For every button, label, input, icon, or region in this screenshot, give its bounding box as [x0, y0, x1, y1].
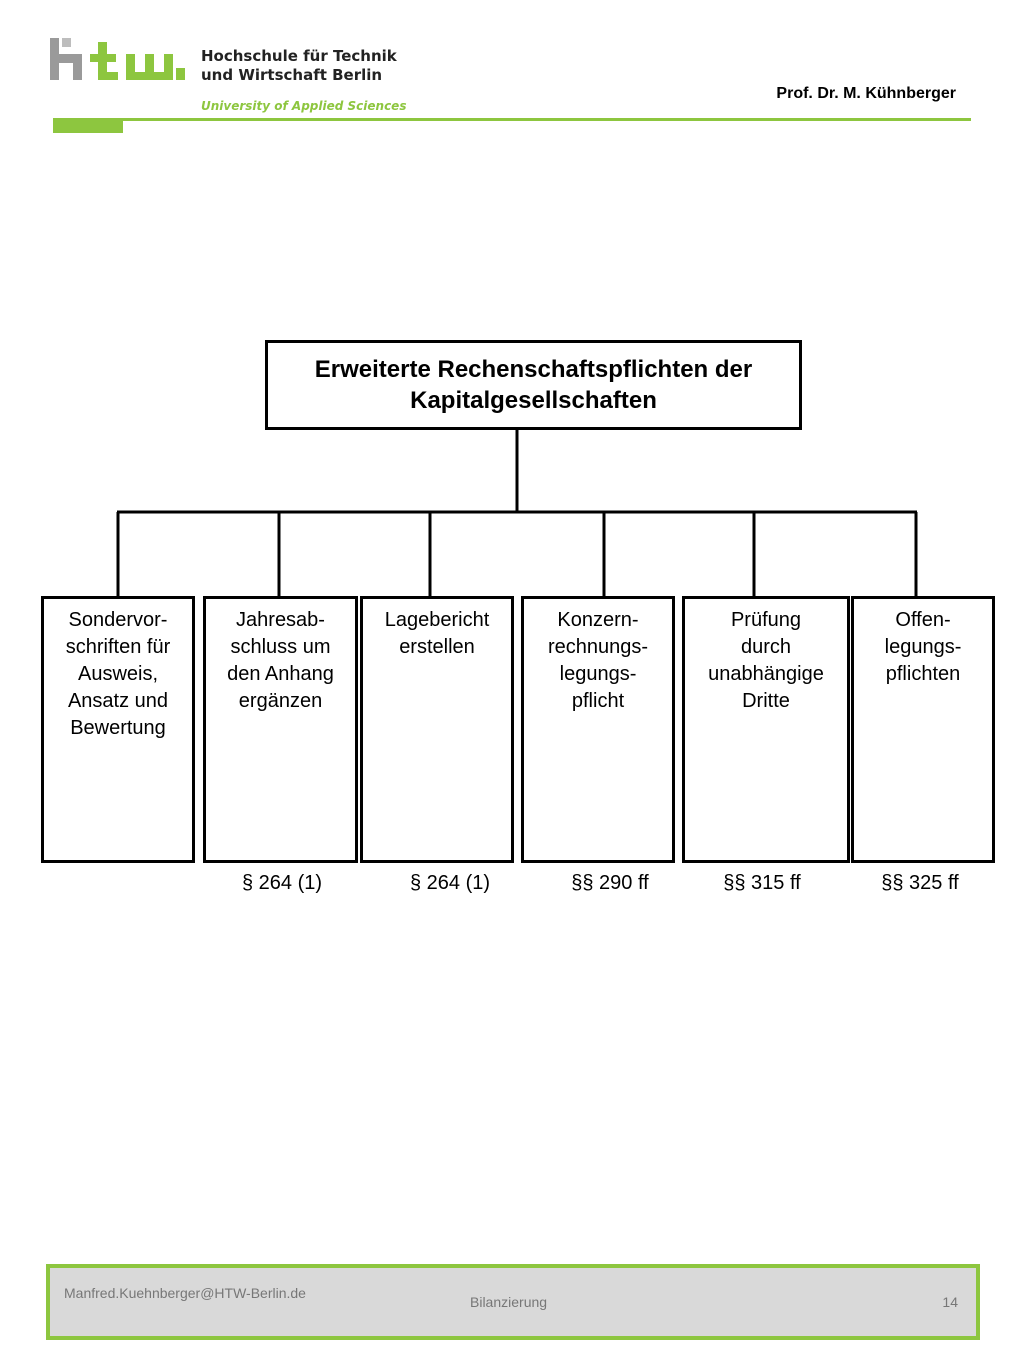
- child-text-line: pflichten: [885, 663, 961, 685]
- child-text-line: ergänzen: [238, 690, 323, 712]
- institution-name-line1: Hochschule für Technik: [201, 47, 397, 65]
- reference-pruefung: §§ 315 ff: [723, 872, 801, 894]
- child-box-pruefung: Prüfung durch unabhängige Dritte: [682, 596, 850, 863]
- child-text-line: den Anhang: [227, 663, 334, 685]
- child-text-line: Jahresab-: [236, 609, 325, 631]
- child-text-line: legungs-: [559, 663, 637, 685]
- child-text-line: schluss um: [230, 636, 331, 658]
- child-text-line: legungs-: [884, 636, 962, 658]
- child-text-line: Konzern-: [557, 609, 639, 631]
- child-text-line: rechnungs-: [547, 636, 649, 658]
- child-text-line: Prüfung: [730, 609, 802, 631]
- child-box-offenlegung: Offen- legungs- pflichten: [851, 596, 995, 863]
- child-text-line: unabhängige: [708, 663, 824, 685]
- root-title-line2: Kapitalgesellschaften: [410, 387, 657, 414]
- footer-title: Bilanzierung: [470, 1294, 548, 1310]
- child-text-line: Sondervor-: [68, 609, 168, 631]
- htw-logo-icon: [50, 38, 185, 80]
- institution-name-line2: und Wirtschaft Berlin: [201, 66, 383, 84]
- footer-page-number: 14: [942, 1294, 958, 1310]
- child-text-line: Offen-: [895, 609, 951, 631]
- child-text-line: durch: [740, 636, 792, 658]
- child-text-line: erstellen: [399, 636, 475, 658]
- reference-lagebericht: § 264 (1): [409, 872, 491, 894]
- child-box-lagebericht: Lagebericht erstellen: [360, 596, 514, 863]
- child-box-sondervorschriften: Sondervor- schriften für Ausweis, Ansatz…: [41, 596, 195, 863]
- child-box-konzernrechnungslegung: Konzern- rechnungs- legungs- pflicht: [521, 596, 675, 863]
- child-text-line: pflicht: [571, 690, 625, 712]
- child-box-jahresabschluss: Jahresab- schluss um den Anhang ergänzen: [203, 596, 358, 863]
- child-text-line: Dritte: [742, 690, 790, 712]
- root-title-line1: Erweiterte Rechenschaftspflichten der: [314, 356, 753, 383]
- footer-bar: [46, 1264, 980, 1340]
- diagram-root-box: Erweiterte Rechenschaftspflichten der Ka…: [265, 340, 802, 430]
- header-rule: [53, 118, 971, 121]
- child-text-line: Lagebericht: [384, 609, 490, 631]
- child-text-line: Bewertung: [70, 717, 166, 739]
- reference-jahresabschluss: § 264 (1): [241, 872, 323, 894]
- institution-subtitle: University of Applied Sciences: [201, 99, 407, 113]
- child-text-line: schriften für: [65, 636, 171, 658]
- child-text-line: Ausweis,: [77, 663, 159, 685]
- reference-offenlegung: §§ 325 ff: [881, 872, 959, 894]
- author-name: Prof. Dr. M. Kühnberger: [776, 85, 956, 102]
- header-rule-accent: [53, 118, 123, 133]
- reference-konzernrechnungslegung: §§ 290 ff: [571, 872, 649, 894]
- footer-email: Manfred.Kuehnberger@HTW-Berlin.de: [64, 1285, 306, 1301]
- child-text-line: Ansatz und: [67, 690, 169, 712]
